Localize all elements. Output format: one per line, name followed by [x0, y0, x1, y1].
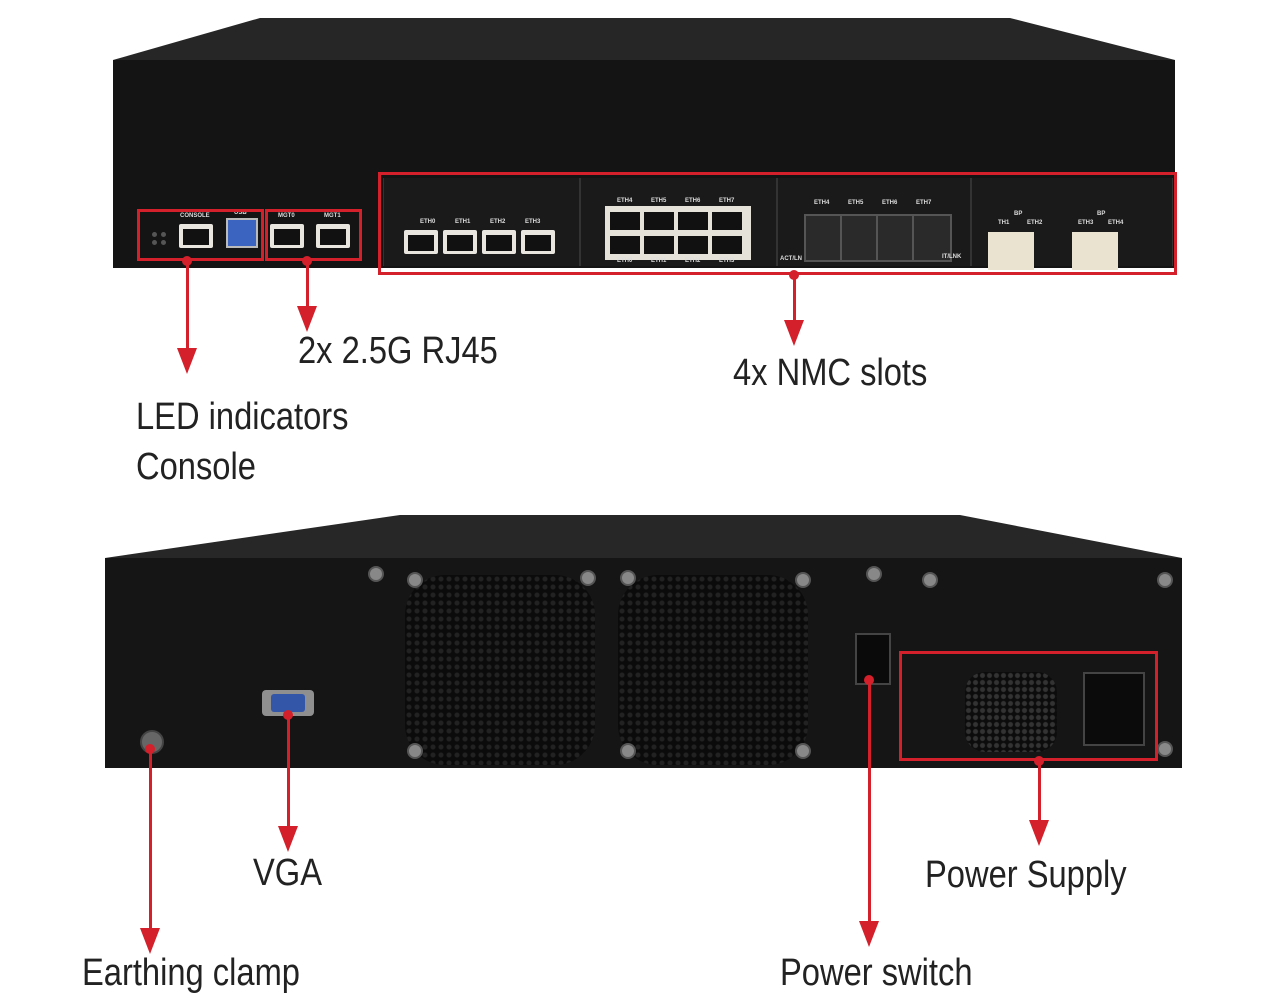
port-label: ETH3 — [1078, 220, 1094, 226]
power-inlet — [1083, 672, 1145, 746]
fiber-port — [988, 232, 1034, 270]
port-label: ETH4 — [1108, 220, 1124, 226]
nmc-slot-2: ETH4 ETH5 ETH6 ETH7 ETH0 ETH1 ETH2 ETH3 — [580, 178, 777, 266]
lnk-label: IT/LNK — [942, 254, 962, 260]
port-label: ETH5 — [651, 198, 667, 204]
nmc-slot-4: BP BP TH1 ETH2 ETH3 ETH4 — [971, 178, 1173, 270]
port-label: ETH4 — [617, 198, 633, 204]
mgt-highlight-box — [265, 209, 362, 261]
arrow-nmc — [784, 320, 804, 346]
sfp-port — [804, 214, 844, 262]
mgt0-port — [270, 224, 304, 248]
usb-label: USB — [234, 210, 247, 216]
nmc-slot-1: ETH0 ETH1 ETH2 ETH3 — [383, 178, 580, 266]
mgt1-port — [316, 224, 350, 248]
fan-grille-right — [618, 575, 808, 765]
port-label: ETH0 — [617, 258, 633, 264]
port-label: ETH6 — [685, 198, 701, 204]
top-chassis-lid — [113, 18, 1175, 60]
act-label: ACT/LN — [780, 256, 802, 262]
power-supply-highlight-box — [899, 651, 1158, 761]
sfp-port — [840, 214, 880, 262]
rj45-port — [404, 230, 438, 254]
bottom-chassis-lid — [105, 515, 1182, 558]
port-label: ETH1 — [455, 219, 471, 225]
port-label: ETH1 — [651, 258, 667, 264]
arrow-led-console — [177, 348, 197, 374]
port-label: ETH0 — [420, 219, 436, 225]
psu-vent — [965, 672, 1057, 752]
mgt-callout-label: 2x 2.5G RJ45 — [298, 330, 498, 372]
arrow-mgt — [297, 306, 317, 332]
led-callout-label: LED indicators — [136, 396, 349, 438]
arrow-earthing — [140, 928, 160, 954]
led-indicators — [150, 230, 170, 246]
bypass-label: BP — [1014, 211, 1023, 217]
nmc-highlight-box — [378, 172, 1177, 275]
earthing-callout-label: Earthing clamp — [82, 952, 300, 994]
nmc-slot-3: ETH4 ETH5 ETH6 ETH7 ACT/LN IT/LNK — [777, 178, 971, 266]
port-label: ETH5 — [848, 200, 864, 206]
port-label: ETH2 — [1027, 220, 1043, 226]
bypass-label: BP — [1097, 211, 1106, 217]
port-label: ETH7 — [719, 198, 735, 204]
nmc-callout-label: 4x NMC slots — [733, 352, 928, 394]
port-label: ETH2 — [490, 219, 506, 225]
port-label: TH1 — [998, 220, 1010, 226]
usb-ports — [226, 218, 258, 248]
port-label: ETH6 — [882, 200, 898, 206]
rj45-port — [482, 230, 516, 254]
port-label: ETH2 — [685, 258, 701, 264]
port-label: ETH7 — [916, 200, 932, 206]
fan-grille-left — [405, 575, 595, 765]
mgt1-label: MGT1 — [324, 213, 341, 219]
rj45-port-block — [605, 206, 751, 260]
port-label: ETH3 — [525, 219, 541, 225]
console-port — [179, 224, 213, 248]
arrow-power-supply — [1029, 820, 1049, 846]
arrow-power-switch — [859, 921, 879, 947]
vga-callout-label: VGA — [253, 852, 323, 894]
port-label: ETH3 — [719, 258, 735, 264]
mgt0-label: MGT0 — [278, 213, 295, 219]
console-highlight-box — [137, 209, 264, 261]
console-callout-label: Console — [136, 446, 256, 488]
port-label: ETH4 — [814, 200, 830, 206]
fiber-port — [1072, 232, 1118, 270]
sfp-port — [912, 214, 952, 262]
console-port-label: CONSOLE — [180, 213, 210, 219]
arrow-vga — [278, 826, 298, 852]
rj45-port — [443, 230, 477, 254]
power-switch-callout-label: Power switch — [780, 952, 973, 994]
rj45-port — [521, 230, 555, 254]
power-supply-callout-label: Power Supply — [925, 854, 1127, 896]
